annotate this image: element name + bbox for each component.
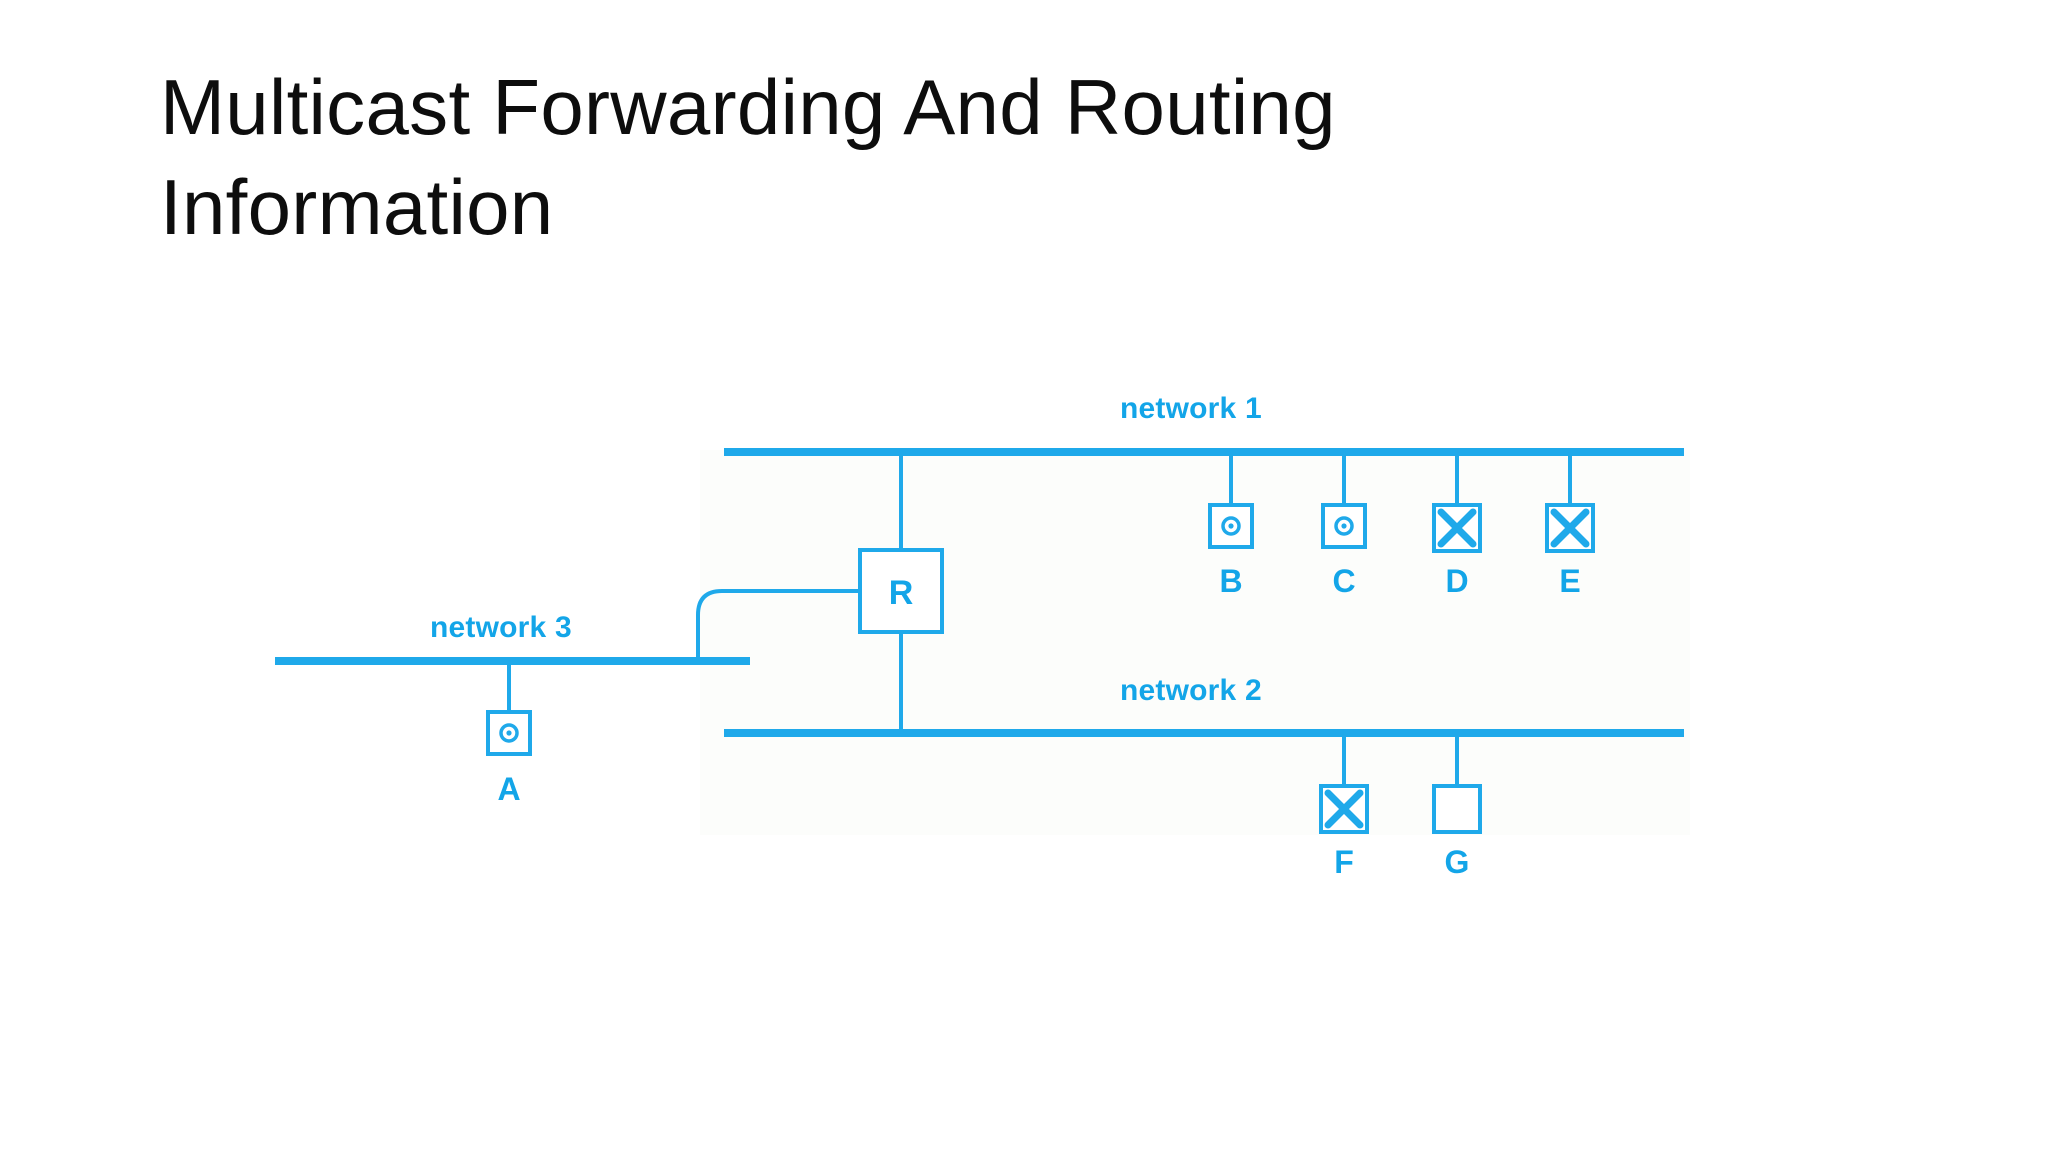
network-3-group: network 3 [275, 611, 750, 665]
host-c-label: C [1332, 563, 1355, 599]
network-1-label: network 1 [1120, 392, 1262, 425]
host-a[interactable]: A [486, 661, 532, 807]
host-d[interactable]: D [1432, 452, 1482, 599]
host-g-box[interactable] [1432, 784, 1482, 834]
cross-x-icon [1324, 789, 1364, 829]
host-e[interactable]: E [1545, 452, 1595, 599]
host-b[interactable]: B [1208, 452, 1254, 599]
host-d-label: D [1445, 563, 1468, 599]
diagram-backdrop [700, 450, 1690, 835]
router-box[interactable] [858, 548, 944, 634]
cross-x-icon [1550, 508, 1590, 548]
host-e-label: E [1559, 563, 1580, 599]
host-c[interactable]: C [1321, 452, 1367, 599]
network-1-group: network 1 [724, 392, 1684, 456]
page-title: Multicast Forwarding And Routing Informa… [160, 63, 1336, 251]
network-3-label: network 3 [430, 611, 572, 644]
member-dot-icon [1221, 516, 1241, 536]
member-dot-icon [1334, 516, 1354, 536]
host-a-label: A [497, 771, 520, 807]
host-b-label: B [1219, 563, 1242, 599]
host-g[interactable]: G [1432, 733, 1482, 880]
member-dot-icon [499, 723, 519, 743]
network-2-label: network 2 [1120, 674, 1262, 707]
host-g-label: G [1445, 844, 1470, 880]
cross-x-icon [1437, 508, 1477, 548]
host-f-label: F [1334, 844, 1354, 880]
router-r[interactable]: R [696, 452, 944, 733]
router-label: R [889, 574, 914, 612]
router-link-network-3 [696, 589, 860, 661]
host-f[interactable]: F [1319, 733, 1369, 880]
network-2-group: network 2 [724, 674, 1684, 737]
